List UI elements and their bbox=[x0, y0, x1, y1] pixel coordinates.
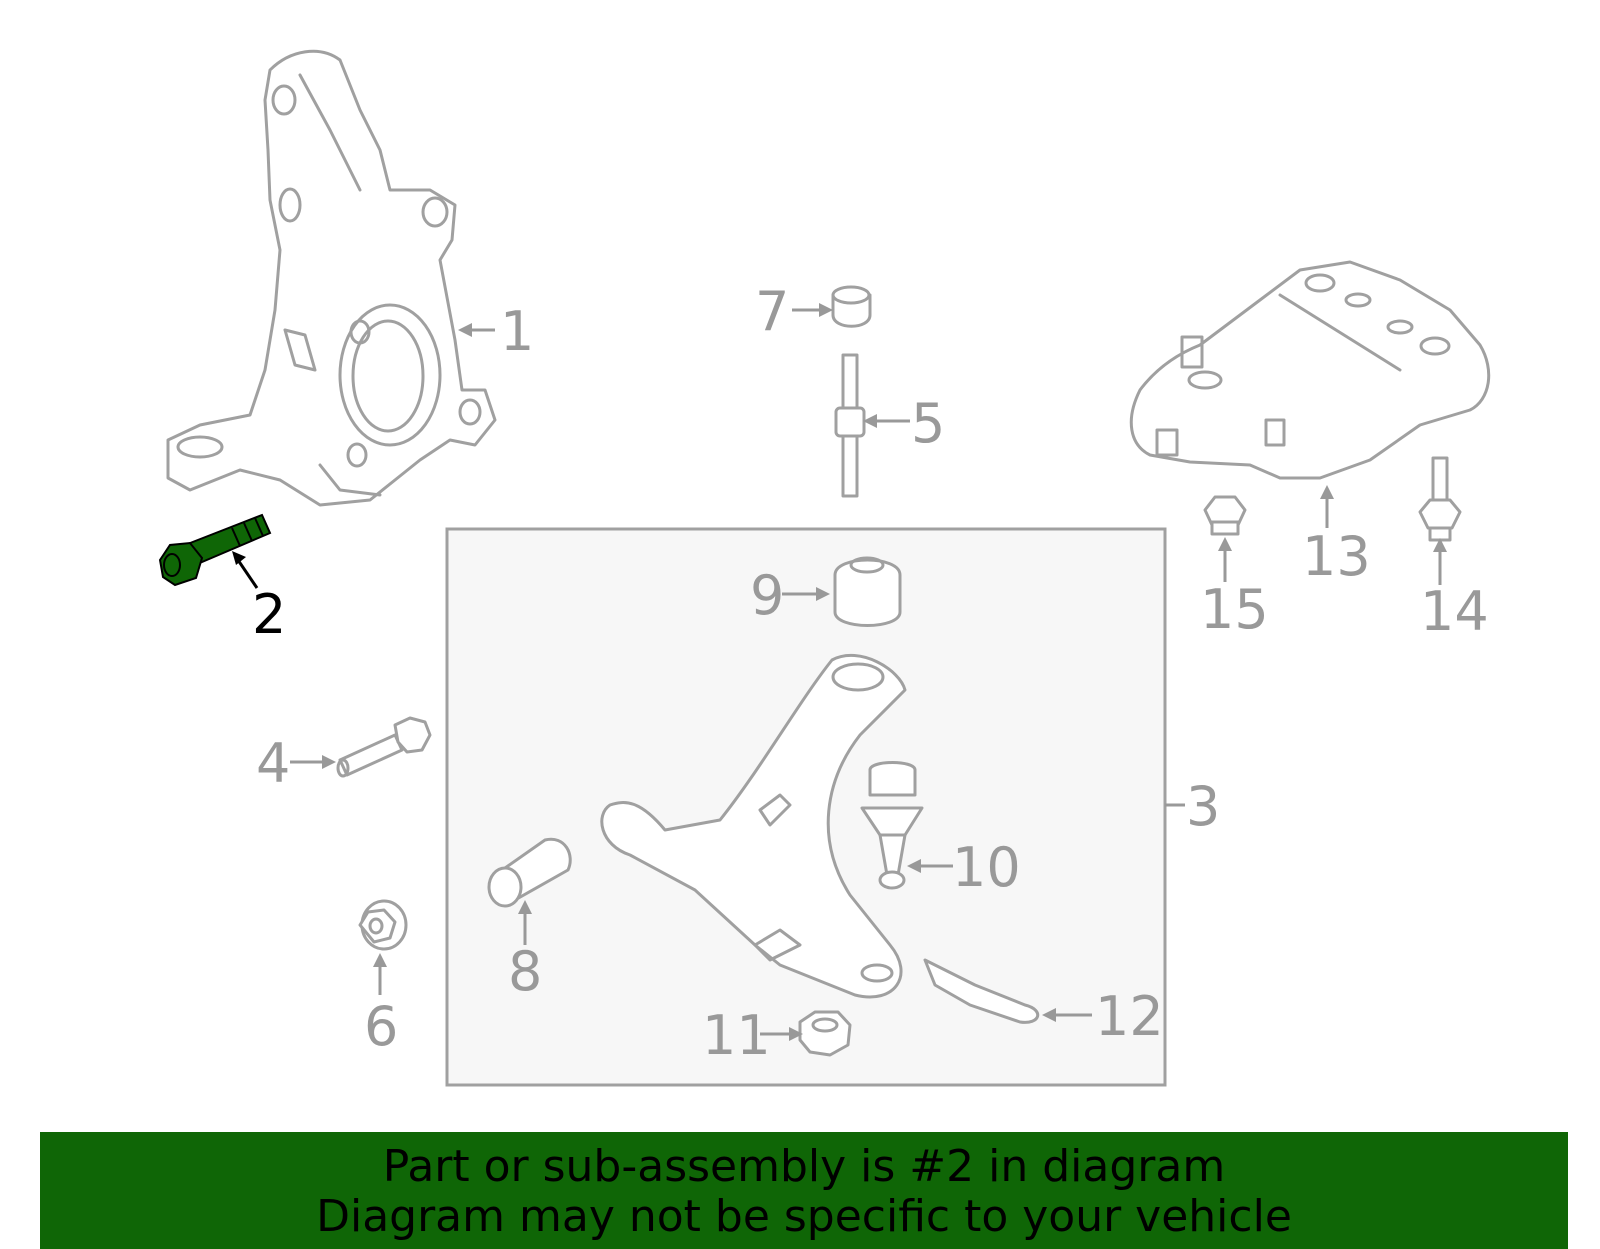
lower-control-arm bbox=[600, 653, 907, 999]
callout-10: 10 bbox=[952, 836, 1021, 899]
bushing-8 bbox=[487, 837, 572, 908]
callout-9: 9 bbox=[750, 564, 784, 627]
callout-12: 12 bbox=[1095, 985, 1164, 1048]
callout-13: 13 bbox=[1302, 525, 1371, 588]
highlighted-bolt bbox=[158, 513, 272, 587]
callout-2: 2 bbox=[252, 583, 286, 646]
bushing-7 bbox=[831, 285, 872, 328]
nut-11 bbox=[798, 1010, 852, 1057]
nut-6 bbox=[358, 899, 408, 951]
leader-2 bbox=[236, 559, 259, 589]
callout-5: 5 bbox=[911, 392, 945, 455]
subframe-13 bbox=[1129, 260, 1491, 480]
bushing-9 bbox=[833, 556, 902, 627]
stud-5 bbox=[834, 353, 866, 498]
nut-15 bbox=[1203, 495, 1247, 536]
ball-joint-10 bbox=[860, 761, 924, 890]
banner-line-1: Part or sub-assembly is #2 in diagram bbox=[382, 1141, 1226, 1192]
callout-3: 3 bbox=[1186, 775, 1220, 838]
bracket-12 bbox=[923, 958, 1039, 1024]
callout-15: 15 bbox=[1200, 578, 1269, 641]
callout-8: 8 bbox=[508, 940, 542, 1003]
callout-1: 1 bbox=[500, 300, 534, 363]
callout-14: 14 bbox=[1420, 580, 1489, 643]
bolt-4 bbox=[336, 716, 432, 778]
callout-6: 6 bbox=[364, 995, 398, 1058]
callout-4: 4 bbox=[256, 732, 290, 795]
steering-knuckle bbox=[166, 49, 497, 507]
banner-line-2: Diagram may not be specific to your vehi… bbox=[316, 1191, 1292, 1242]
callout-11: 11 bbox=[702, 1004, 771, 1067]
info-banner: Part or sub-assembly is #2 in diagram Di… bbox=[40, 1132, 1568, 1249]
stud-14 bbox=[1418, 456, 1462, 542]
callout-7: 7 bbox=[755, 280, 789, 343]
